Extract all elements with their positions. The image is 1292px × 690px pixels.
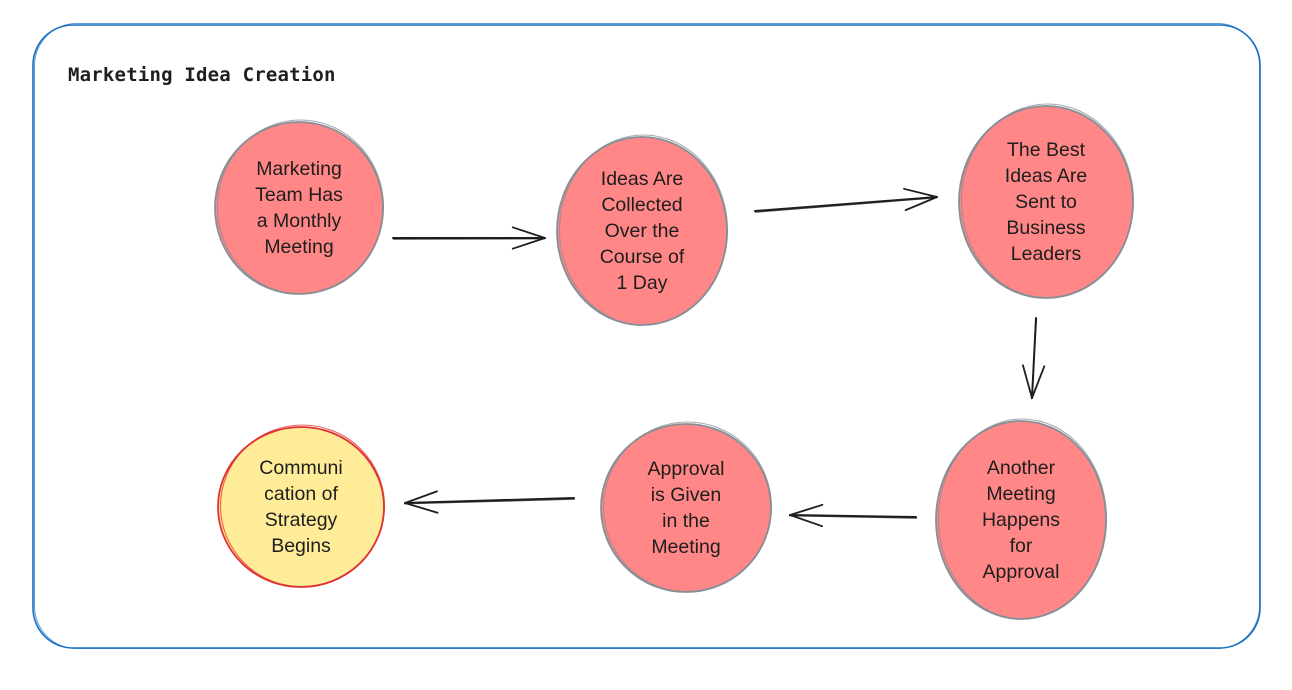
node-label-approval-given: Approval is Given in the Meeting xyxy=(647,458,725,558)
arrowhead-stroke xyxy=(511,226,546,239)
node-label-best-ideas-sent: The Best Ideas Are Sent to Business Lead… xyxy=(1004,139,1088,265)
node-label-approval-meeting: Another Meeting Happens for Approval xyxy=(981,457,1061,583)
arrowhead-stroke xyxy=(404,490,438,504)
node-label-ideas-collected: Ideas Are Collected Over the Course of 1… xyxy=(599,168,685,294)
node-label-communication: Communi cation of Strategy Begins xyxy=(259,457,343,557)
node-outline-sketch xyxy=(602,421,773,593)
arrowhead-stroke xyxy=(1031,365,1046,399)
arrowhead-stroke xyxy=(903,187,938,198)
edge-best-ideas-sent-to-approval-meeting xyxy=(1022,317,1046,400)
node-outline-sketch xyxy=(937,418,1108,620)
node-outline-sketch xyxy=(558,134,729,326)
arrowhead-stroke xyxy=(404,502,439,514)
arrowhead-stroke xyxy=(789,503,824,516)
node-label-monthly-meeting: Marketing Team Has a Monthly Meeting xyxy=(255,158,343,258)
node-outline-sketch xyxy=(960,103,1135,299)
edge-ideas-collected-to-best-ideas-sent xyxy=(754,187,938,213)
node-outline-sketch xyxy=(216,119,385,295)
arrowhead-stroke xyxy=(904,196,938,212)
arrowhead-stroke xyxy=(789,514,824,528)
node-outline-sketch xyxy=(219,424,386,588)
diagram-title: Marketing Idea Creation xyxy=(68,64,336,86)
edge-approval-meeting-to-approval-given xyxy=(788,503,918,528)
edge-monthly-meeting-to-ideas-collected xyxy=(392,226,546,250)
arrowhead-stroke xyxy=(1022,364,1033,399)
arrowhead-stroke xyxy=(511,237,546,250)
edge-approval-given-to-communication xyxy=(403,490,576,514)
diagram-frame-sketch xyxy=(34,23,1260,649)
